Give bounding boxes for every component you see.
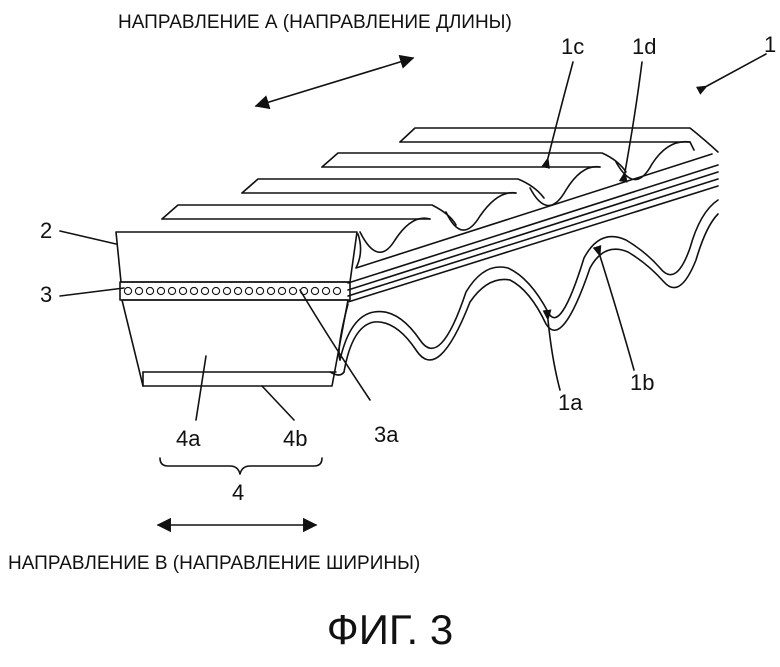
direction-a-arrow bbox=[256, 58, 413, 106]
label-4b: 4b bbox=[283, 426, 307, 451]
belt-cross-section bbox=[116, 232, 357, 386]
label-3: 3 bbox=[40, 282, 52, 307]
cord-circles bbox=[124, 287, 340, 294]
label-2: 2 bbox=[40, 218, 52, 243]
label-1d: 1d bbox=[632, 34, 656, 59]
label-3a: 3a bbox=[374, 422, 399, 447]
top-ridges bbox=[162, 128, 718, 252]
label-1c: 1c bbox=[561, 34, 584, 59]
brace-4 bbox=[160, 458, 322, 474]
label-1: 1 bbox=[764, 32, 776, 57]
label-4a: 4a bbox=[176, 426, 201, 451]
belt-side bbox=[330, 154, 718, 375]
label-4: 4 bbox=[232, 480, 244, 505]
label-1b: 1b bbox=[630, 370, 654, 395]
label-1a: 1a bbox=[558, 390, 583, 415]
leader-lines bbox=[60, 54, 766, 420]
